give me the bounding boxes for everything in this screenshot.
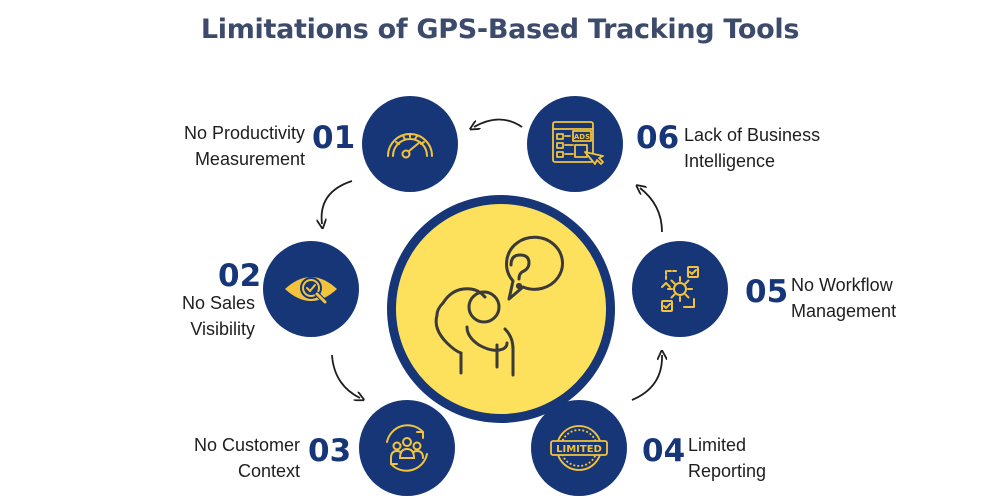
- node-01-circle: [362, 96, 458, 192]
- node-06-circle: ADS: [527, 96, 623, 192]
- label-04: Limited Reporting: [688, 432, 888, 484]
- label-05: No Workflow Management: [791, 272, 991, 324]
- step-number-06: 06: [636, 120, 680, 156]
- label-02-line1: No Sales: [181, 293, 255, 313]
- speedometer-gauge-icon: [387, 133, 433, 159]
- node-02-circle: [263, 241, 359, 337]
- label-06-line1: Lack of Business: [684, 125, 821, 145]
- label-03-line2: Context: [237, 461, 300, 481]
- step-number-03: 03: [308, 433, 352, 469]
- center-circle: [387, 195, 615, 423]
- ads-badge-text: ADS: [574, 133, 590, 141]
- label-02-line2: Visibility: [190, 319, 255, 339]
- arrow-02-to-03: [331, 354, 360, 398]
- label-04-line1: Limited: [688, 435, 747, 455]
- label-05-line1: No Workflow: [791, 275, 893, 295]
- label-05-line2: Management: [791, 301, 897, 321]
- label-06-line2: Intelligence: [684, 151, 776, 171]
- node-05-circle: [632, 241, 728, 337]
- arrow-03-to-04: [631, 355, 662, 401]
- label-01-line2: Measurement: [194, 149, 305, 169]
- node-03-circle: [359, 400, 455, 496]
- step-number-04: 04: [642, 433, 686, 469]
- customer-group-cycle-icon: [386, 424, 428, 472]
- step-number-01: 01: [312, 120, 356, 156]
- label-04-line2: Reporting: [688, 461, 767, 481]
- label-06: Lack of Business Intelligence: [684, 122, 894, 174]
- limited-badge-text: LIMITED: [556, 444, 602, 455]
- label-01: No Productivity Measurement: [110, 120, 305, 172]
- page-title: Limitations of GPS-Based Tracking Tools: [200, 14, 800, 45]
- node-04-circle: LIMITED: [531, 400, 627, 496]
- arrow-05-to-06: [640, 188, 663, 233]
- label-01-line1: No Productivity: [183, 123, 305, 143]
- eye-magnifier-icon: [285, 277, 337, 305]
- arrow-01-to-02: [322, 180, 353, 224]
- workflow-gear-icon: [661, 266, 699, 312]
- confused-person-question-icon: [434, 235, 564, 377]
- label-03-line1: No Customer: [193, 435, 300, 455]
- limited-stamp-icon: LIMITED: [550, 425, 608, 471]
- arrow-06-to-01: [474, 118, 523, 128]
- label-03: No Customer Context: [100, 432, 300, 484]
- label-02: No Sales Visibility: [100, 290, 255, 342]
- ads-dashboard-icon: ADS: [552, 121, 604, 165]
- step-number-02: 02: [218, 258, 262, 294]
- step-number-05: 05: [745, 274, 789, 310]
